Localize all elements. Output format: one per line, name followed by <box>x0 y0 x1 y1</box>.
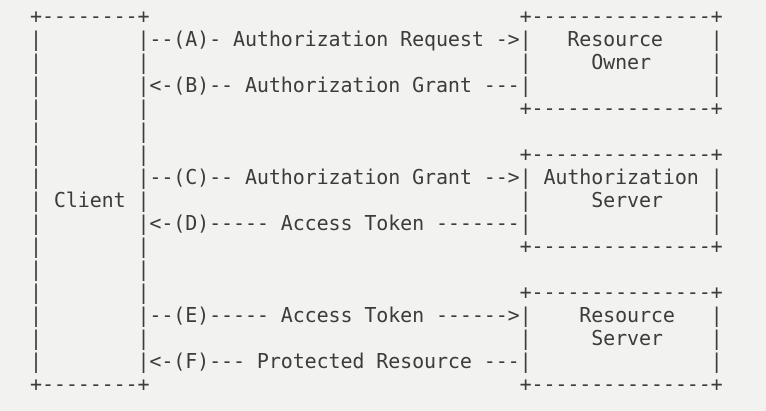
oauth2-abstract-flow-diagram: +--------+ +---------------+ | |--(A)- A… <box>30 4 723 396</box>
